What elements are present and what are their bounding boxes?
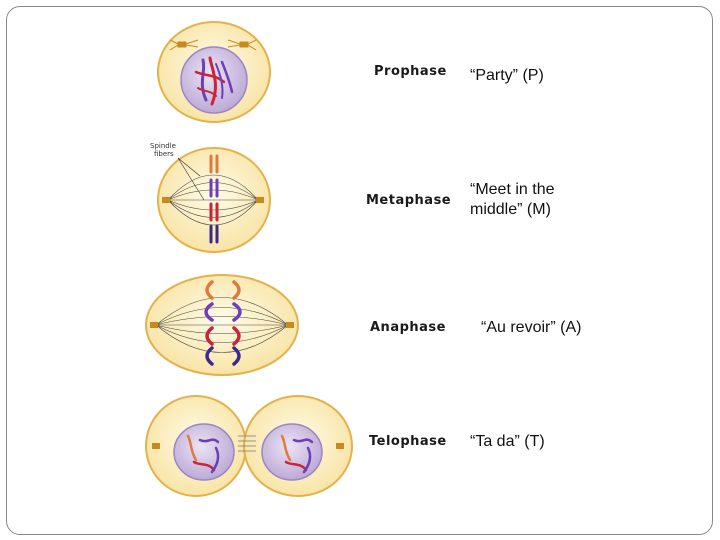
prophase-mnemonic-line1: “Party” (P): [470, 66, 544, 86]
anaphase-mnemonic: “Au revoir” (A): [481, 318, 581, 338]
spindle-label-line1: Spindle: [150, 142, 176, 150]
anaphase-label: Anaphase: [370, 320, 446, 335]
prophase-cell: [158, 22, 270, 122]
telophase-label: Telophase: [369, 434, 447, 449]
telophase-cells: [146, 396, 352, 496]
metaphase-mnemonic-line1: “Meet in the: [470, 180, 554, 200]
metaphase-mnemonic-line2: middle” (M): [470, 200, 554, 220]
metaphase-label: Metaphase: [366, 193, 451, 208]
spindle-label-line2: fibers: [150, 150, 176, 158]
spindle-fibers-label: Spindle fibers: [150, 142, 176, 158]
telophase-nucleus-right: [262, 424, 322, 480]
prophase-mnemonic: “Party” (P): [470, 66, 544, 86]
metaphase-cell: [158, 148, 270, 252]
telophase-mnemonic-line1: “Ta da” (T): [470, 432, 545, 452]
anaphase-cell: [146, 275, 298, 375]
telophase-mnemonic: “Ta da” (T): [470, 432, 545, 452]
prophase-label: Prophase: [374, 64, 447, 79]
anaphase-mnemonic-line1: “Au revoir” (A): [481, 318, 581, 338]
metaphase-mnemonic: “Meet in the middle” (M): [470, 180, 554, 220]
telophase-nucleus-left: [174, 424, 234, 480]
